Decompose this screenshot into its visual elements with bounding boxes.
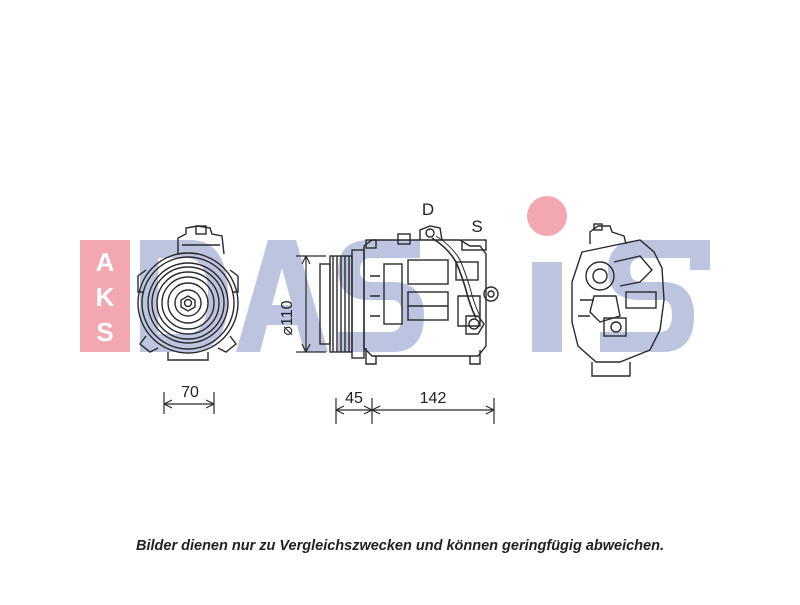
disclaimer-caption: Bilder dienen nur zu Vergleichszwecken u… bbox=[136, 538, 664, 554]
dim-front-width bbox=[163, 392, 215, 414]
port-d-label: D bbox=[422, 200, 434, 219]
dim-diameter bbox=[296, 255, 326, 353]
port-s-label: S bbox=[471, 217, 482, 236]
dim-clutch-length-label: 45 bbox=[345, 390, 363, 407]
watermark-a bbox=[236, 240, 328, 352]
watermark-letter-k: K bbox=[96, 282, 115, 312]
watermark-bar bbox=[690, 240, 710, 270]
rear-view bbox=[571, 223, 665, 377]
dim-diameter-label: ⌀110 bbox=[279, 300, 296, 335]
watermark-d bbox=[140, 240, 228, 352]
watermark-red-block bbox=[80, 240, 130, 352]
front-view bbox=[137, 225, 239, 361]
watermark-s2 bbox=[600, 240, 694, 352]
dim-body-length-label: 142 bbox=[420, 390, 447, 407]
side-view bbox=[319, 225, 499, 365]
dim-front-width-label: 70 bbox=[181, 384, 199, 401]
watermark-logo: A K S bbox=[80, 196, 710, 352]
watermark-s bbox=[338, 240, 424, 352]
watermark-letter-s: S bbox=[96, 317, 113, 347]
dim-lengths bbox=[335, 398, 495, 424]
watermark-i bbox=[532, 262, 562, 352]
watermark-letter-a: A bbox=[96, 247, 115, 277]
watermark-dot bbox=[527, 196, 567, 236]
